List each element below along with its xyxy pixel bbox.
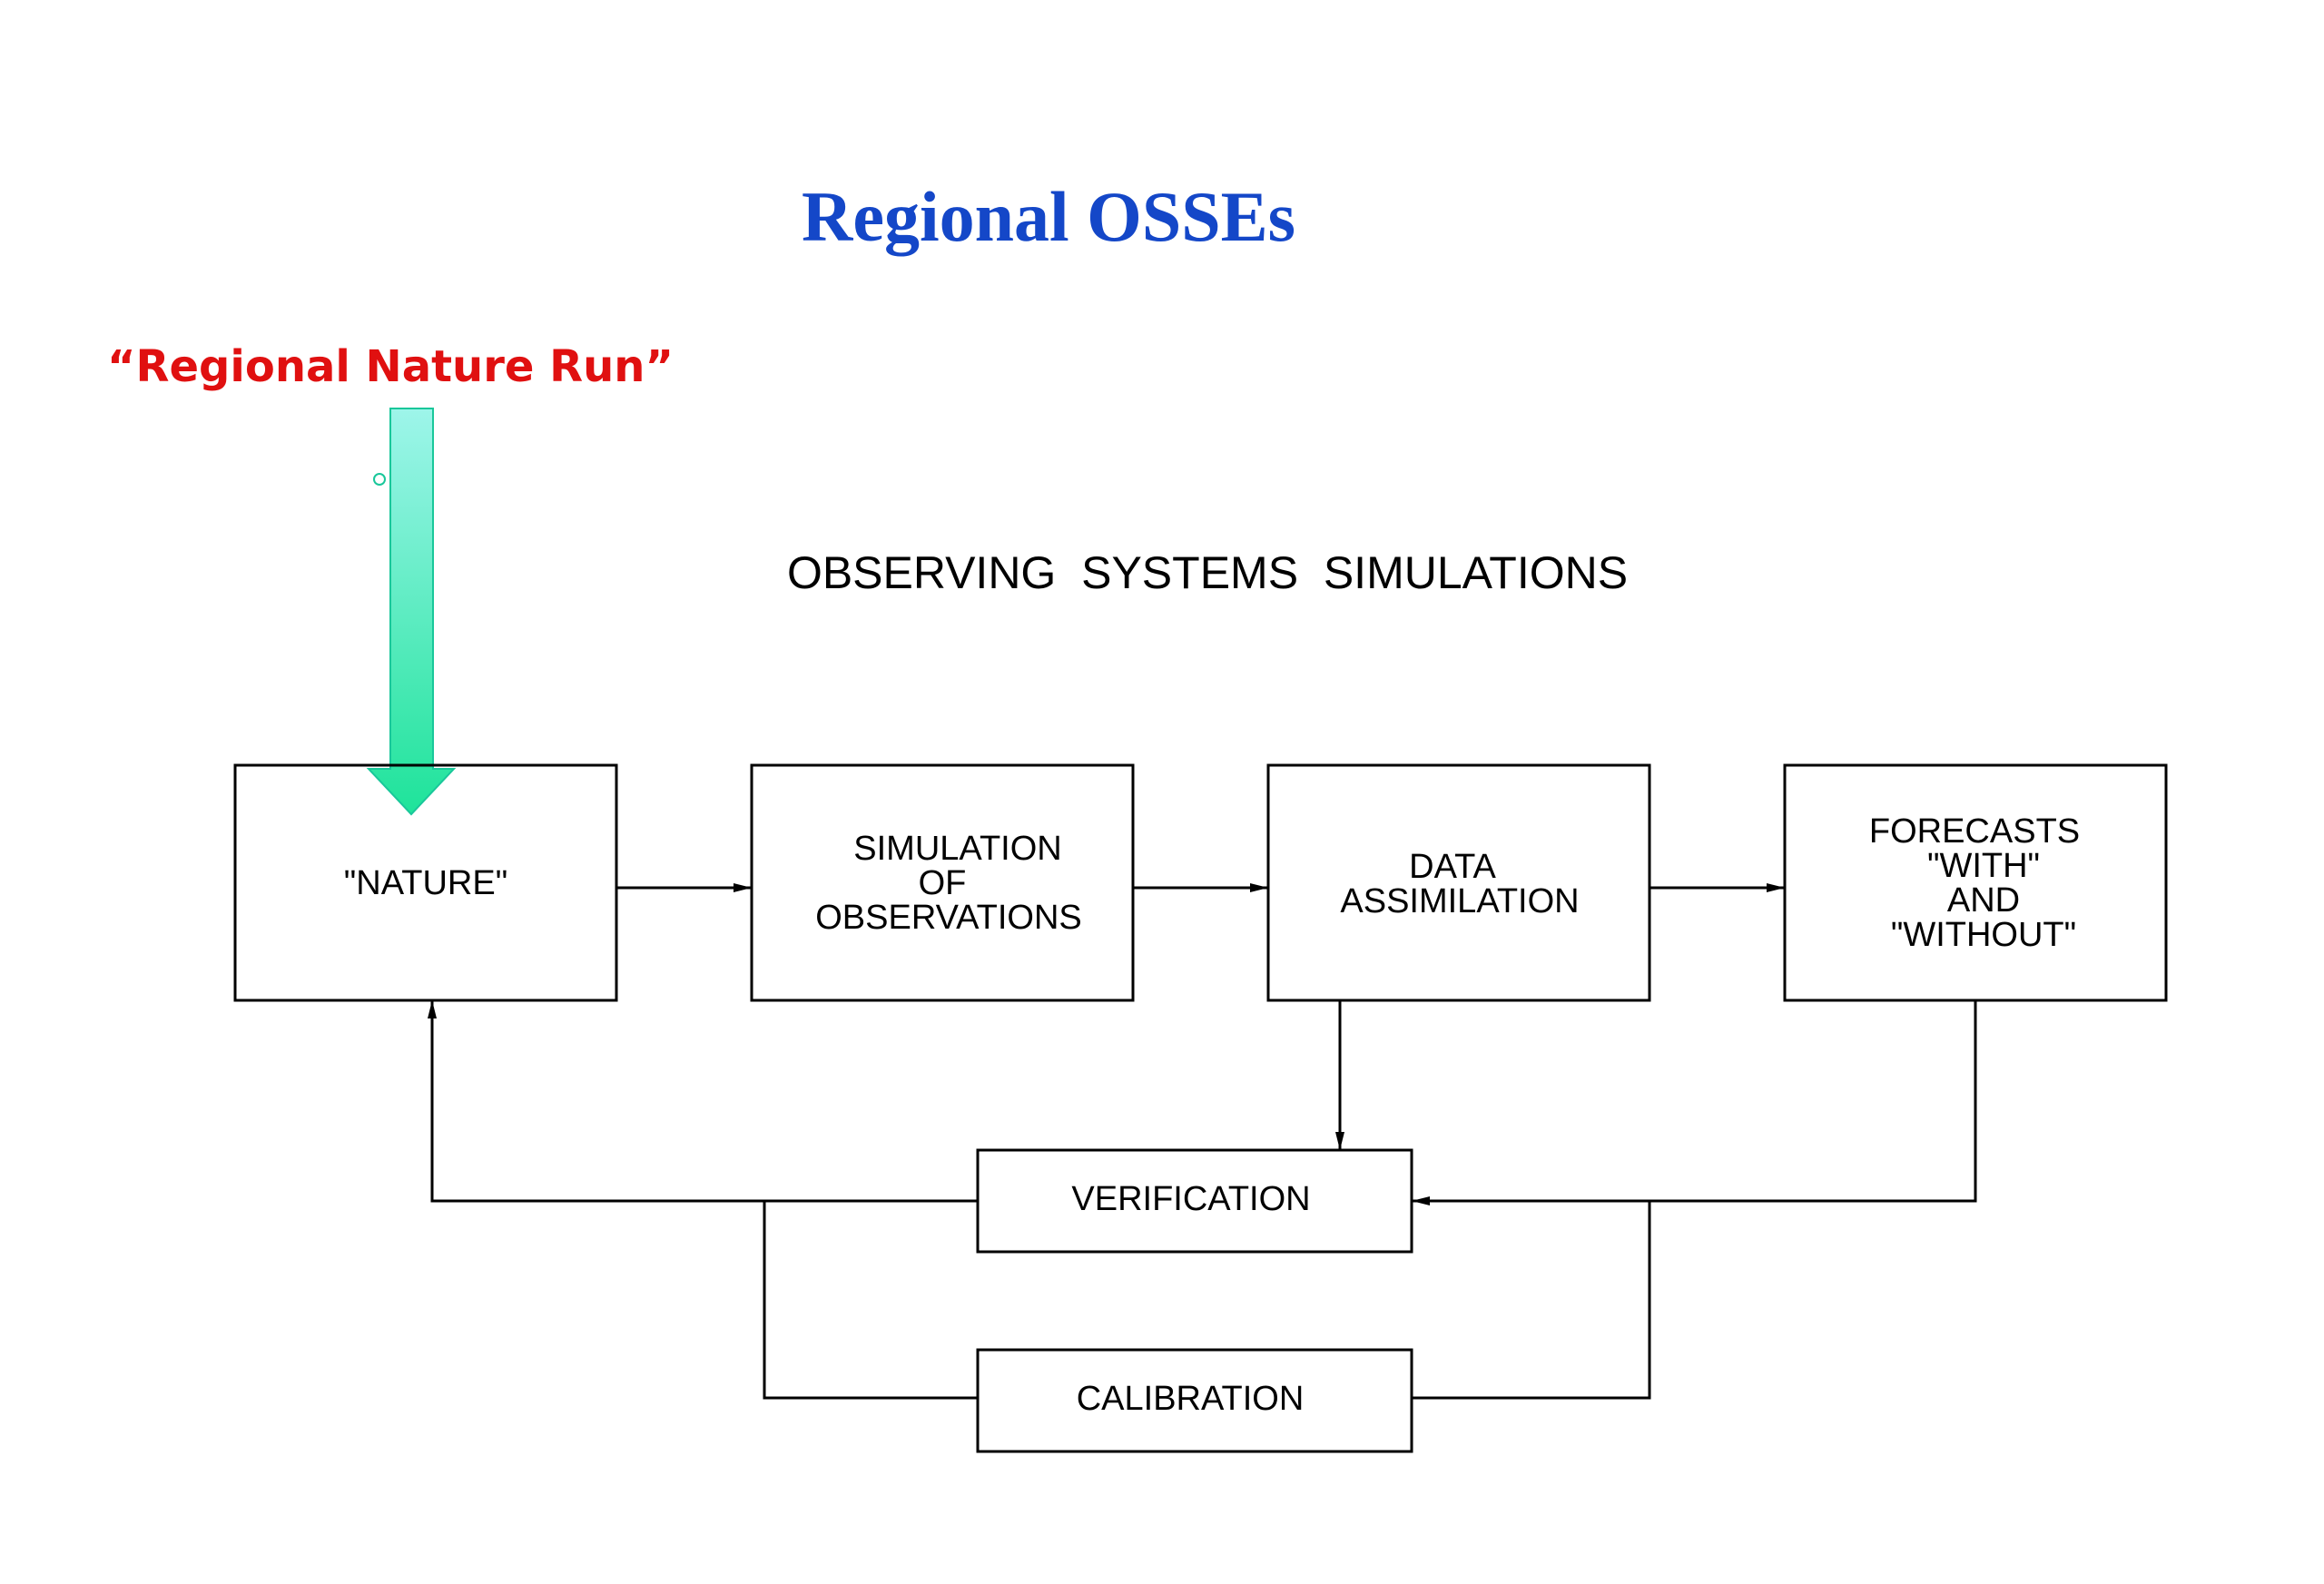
arrow-verification-to-nature bbox=[428, 1000, 978, 1203]
assimilation-box-line-1: DATA bbox=[1409, 848, 1496, 886]
nature-run-callout: “Regional Nature Run” bbox=[107, 341, 674, 392]
small-marker-icon bbox=[373, 473, 386, 486]
arrow-forecasts-to-verification bbox=[1412, 1000, 1977, 1205]
nature-box-label: "NATURE" bbox=[344, 864, 507, 902]
forecasts-box-line-2: "WITH" bbox=[1927, 847, 2040, 885]
nature-run-arrow-icon bbox=[366, 408, 457, 816]
assimilation-box bbox=[1266, 763, 1651, 1002]
calibration-box bbox=[976, 1348, 1413, 1453]
page-title: Regional OSSEs bbox=[802, 177, 1295, 256]
calibration-box-label: CALIBRATION bbox=[1077, 1380, 1305, 1418]
simulation-box bbox=[750, 763, 1135, 1002]
forecasts-box-line-4: "WITHOUT" bbox=[1891, 916, 2076, 954]
simulation-box-line-3: OBSERVATIONS bbox=[815, 899, 1082, 937]
forecasts-box-line-3: AND bbox=[1947, 881, 2020, 920]
nature-box bbox=[233, 763, 618, 1002]
simulation-box-line-2: OF bbox=[919, 864, 967, 902]
line-calibration-feedback-right bbox=[1412, 1201, 1651, 1400]
verification-box-label: VERIFICATION bbox=[1071, 1180, 1310, 1218]
line-calibration-feedback-left bbox=[763, 1201, 978, 1400]
forecasts-box-line-1: FORECASTS bbox=[1869, 812, 2080, 851]
assimilation-box-line-2: ASSIMILATION bbox=[1340, 882, 1579, 920]
simulation-box-line-1: SIMULATION bbox=[853, 830, 1061, 868]
diagram-subtitle: OBSERVING SYSTEMS SIMULATIONS bbox=[787, 547, 1628, 598]
